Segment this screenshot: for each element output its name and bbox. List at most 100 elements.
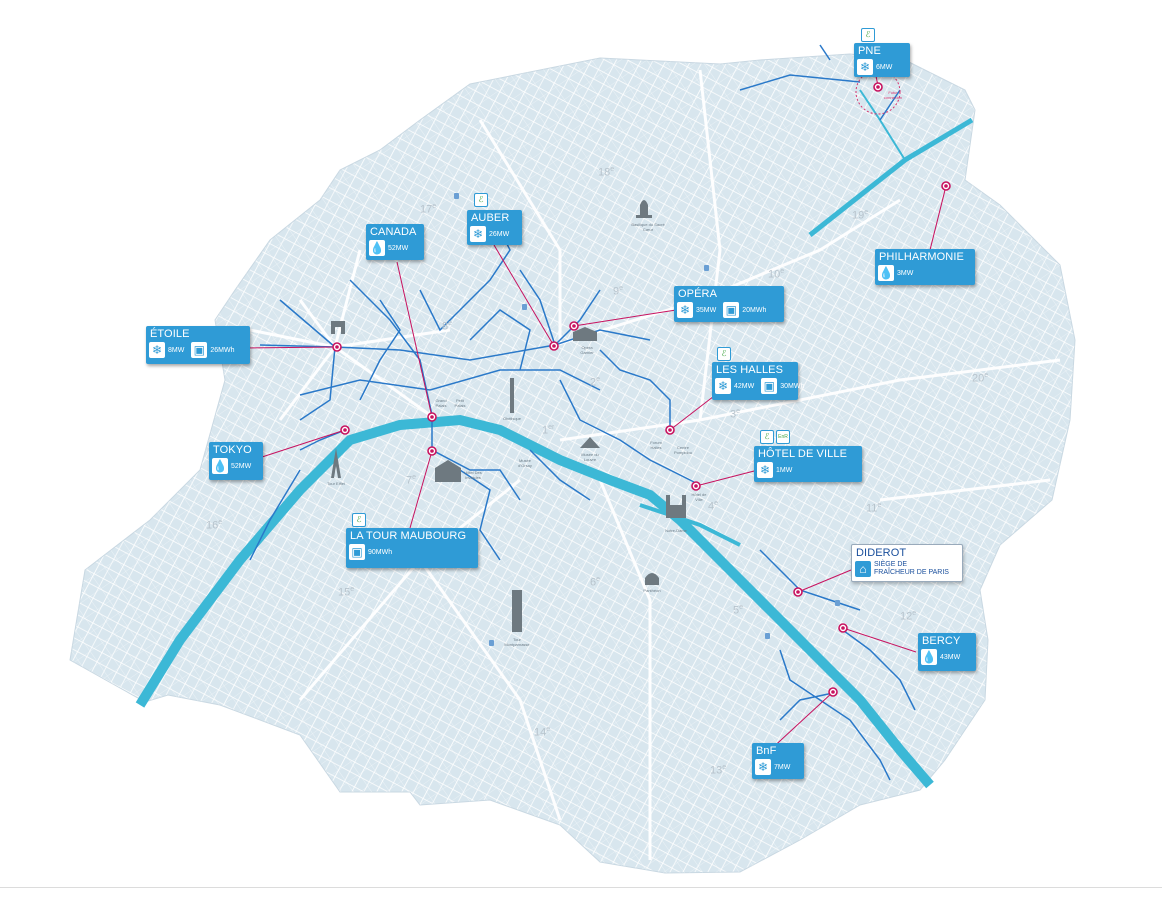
water-capacity: 52MW xyxy=(388,244,409,252)
water-drop-icon: 💧 xyxy=(369,240,385,256)
label-obelisque: Obélisque xyxy=(502,416,521,421)
storage-capacity: 26MWh xyxy=(210,346,235,354)
arr-label-13: 13e xyxy=(710,764,727,777)
callout-title: PNE xyxy=(858,45,881,57)
les-halles-green-badge: ℰ xyxy=(717,347,731,361)
arr-label-14: 14e xyxy=(534,726,551,739)
snowflake-icon: ❄ xyxy=(757,462,773,478)
cooling-network xyxy=(249,44,916,781)
callout-hotel-de-ville[interactable]: HÔTEL DE VILLE ❄ 1MW xyxy=(754,446,862,482)
headquarters-icon: ⌂ xyxy=(855,561,871,577)
arr-label-15: 15e xyxy=(338,586,355,599)
callout-title: ÉTOILE xyxy=(150,328,190,340)
arr-label-4: 4e xyxy=(708,500,719,513)
callout-bnf[interactable]: BnF ❄ 7MW xyxy=(752,743,804,779)
arr-label-9: 9e xyxy=(613,285,624,298)
transit-icons xyxy=(454,193,840,646)
cold-capacity: 1MW xyxy=(776,466,793,474)
storage-tank-icon: ▣ xyxy=(723,302,740,318)
callout-tokyo[interactable]: TOKYO 💧 52MW xyxy=(209,442,263,480)
storage-capacity: 30MWh xyxy=(780,382,805,390)
callout-pne[interactable]: PNE ❄ 6MW xyxy=(854,43,910,77)
arc-triomphe-icon xyxy=(331,321,345,334)
leaf-badge-icon: ℰ xyxy=(478,195,484,204)
louvre-icon xyxy=(580,437,600,448)
arr-label-12: 12e xyxy=(900,610,917,623)
arr-label-16: 16e xyxy=(206,519,223,532)
auber-green-badge: ℰ xyxy=(474,193,488,207)
callout-canada[interactable]: CANADA 💧 52MW xyxy=(366,224,424,260)
callout-auber[interactable]: AUBER ❄ 26MW xyxy=(467,210,522,245)
callout-title: DIDEROT xyxy=(856,547,907,559)
water-capacity: 52MW xyxy=(231,462,252,470)
snowflake-icon: ❄ xyxy=(149,342,165,358)
arr-label-17: 17e xyxy=(420,203,437,216)
callout-title: LA TOUR MAUBOURG xyxy=(350,530,467,542)
opera-icon xyxy=(573,327,597,341)
leaf-badge-icon: ℰ xyxy=(356,515,362,524)
arr-label-11: 11e xyxy=(866,502,882,515)
enr-badge-icon: EnR xyxy=(778,434,788,440)
storage-tank-icon: ▣ xyxy=(191,342,208,358)
diderot-subtitle-line1: SIÈGE DE xyxy=(874,561,908,568)
arr-label-1: 1er xyxy=(542,424,555,437)
water-drop-icon: 💧 xyxy=(878,265,894,281)
landmark-icons xyxy=(331,200,686,632)
callout-title: TOKYO xyxy=(213,444,252,456)
label-tour-eiffel: Tour Eiffel xyxy=(327,481,345,486)
callout-la-tour-maubourg[interactable]: LA TOUR MAUBOURG ▣ 90MWh xyxy=(346,528,478,568)
storage-capacity: 20MWh xyxy=(742,306,767,314)
callout-etoile[interactable]: ÉTOILE ❄ 8MW ▣ 26MWh xyxy=(146,326,250,364)
callout-title: LES HALLES xyxy=(716,364,784,376)
seine-river xyxy=(135,414,934,789)
label-musee-orsay: Musée d'Orsay xyxy=(518,458,532,468)
snowflake-icon: ❄ xyxy=(857,59,873,75)
callout-title: BERCY xyxy=(922,635,961,647)
storage-tank-icon: ▣ xyxy=(349,544,365,560)
pantheon-icon xyxy=(645,573,659,585)
pne-green-badge: ℰ xyxy=(861,28,875,42)
sacre-coeur-icon xyxy=(636,200,652,218)
leaf-badge-icon: ℰ xyxy=(764,432,770,441)
leaf-badge-icon: ℰ xyxy=(865,30,871,39)
cold-capacity: 35MW xyxy=(696,306,717,314)
callout-title: HÔTEL DE VILLE xyxy=(758,448,848,460)
arr-label-2: 2e xyxy=(590,376,601,389)
water-drop-icon: 💧 xyxy=(921,649,937,665)
callout-title: BnF xyxy=(756,745,777,757)
callout-title: OPÉRA xyxy=(678,288,718,300)
callout-diderot[interactable]: DIDEROT ⌂ SIÈGE DE FRAÎCHEUR DE PARIS xyxy=(851,544,963,582)
snowflake-icon: ❄ xyxy=(755,759,771,775)
label-musee-louvre: Musée du Louvre xyxy=(581,452,599,462)
cold-capacity: 42MW xyxy=(734,382,755,390)
hotel-de-ville-green-badge: ℰ xyxy=(760,430,774,444)
label-sacre-coeur: Basilique du Sacré Cœur xyxy=(631,222,665,232)
water-drop-icon: 💧 xyxy=(212,458,228,474)
cold-capacity: 26MW xyxy=(489,230,510,238)
storage-tank-icon: ▣ xyxy=(761,378,778,394)
arr-label-20: 20e xyxy=(972,372,989,385)
arr-label-10: 10e xyxy=(768,268,785,281)
arr-label-8: 8e xyxy=(442,320,453,333)
label-hotel-invalides: Hôtel Des Invalides xyxy=(464,470,482,480)
callout-bercy[interactable]: BERCY 💧 43MW xyxy=(918,633,976,671)
label-hotel-ville: Hôtel de Ville xyxy=(691,492,707,502)
label-tour-montparnasse: Tour Montparnasse xyxy=(504,637,530,647)
arr-label-7: 7e xyxy=(406,474,417,487)
pne-future-connection-label: Futur connexion xyxy=(883,90,903,100)
arr-label-5: 5e xyxy=(733,604,744,617)
label-pantheon: Panthéon xyxy=(643,588,661,593)
water-capacity: 43MW xyxy=(940,653,961,661)
snowflake-icon: ❄ xyxy=(677,302,693,318)
callout-opera[interactable]: OPÉRA ❄ 35MW ▣ 20MWh xyxy=(674,286,784,322)
snowflake-icon: ❄ xyxy=(470,226,486,242)
label-grand-palais: Grand Palais xyxy=(435,398,447,408)
footer-divider xyxy=(0,887,1162,888)
notre-dame-icon xyxy=(666,495,686,518)
callout-philharmonie[interactable]: PHILHARMONIE 💧 3MW xyxy=(875,249,975,285)
label-forum-halles: Forum Halles xyxy=(650,440,662,450)
callout-les-halles[interactable]: LES HALLES ❄ 42MW ▣ 30MWh xyxy=(712,362,804,400)
label-centre-pompidou: Centre Pompidou xyxy=(673,445,692,455)
water-capacity: 3MW xyxy=(897,269,914,277)
